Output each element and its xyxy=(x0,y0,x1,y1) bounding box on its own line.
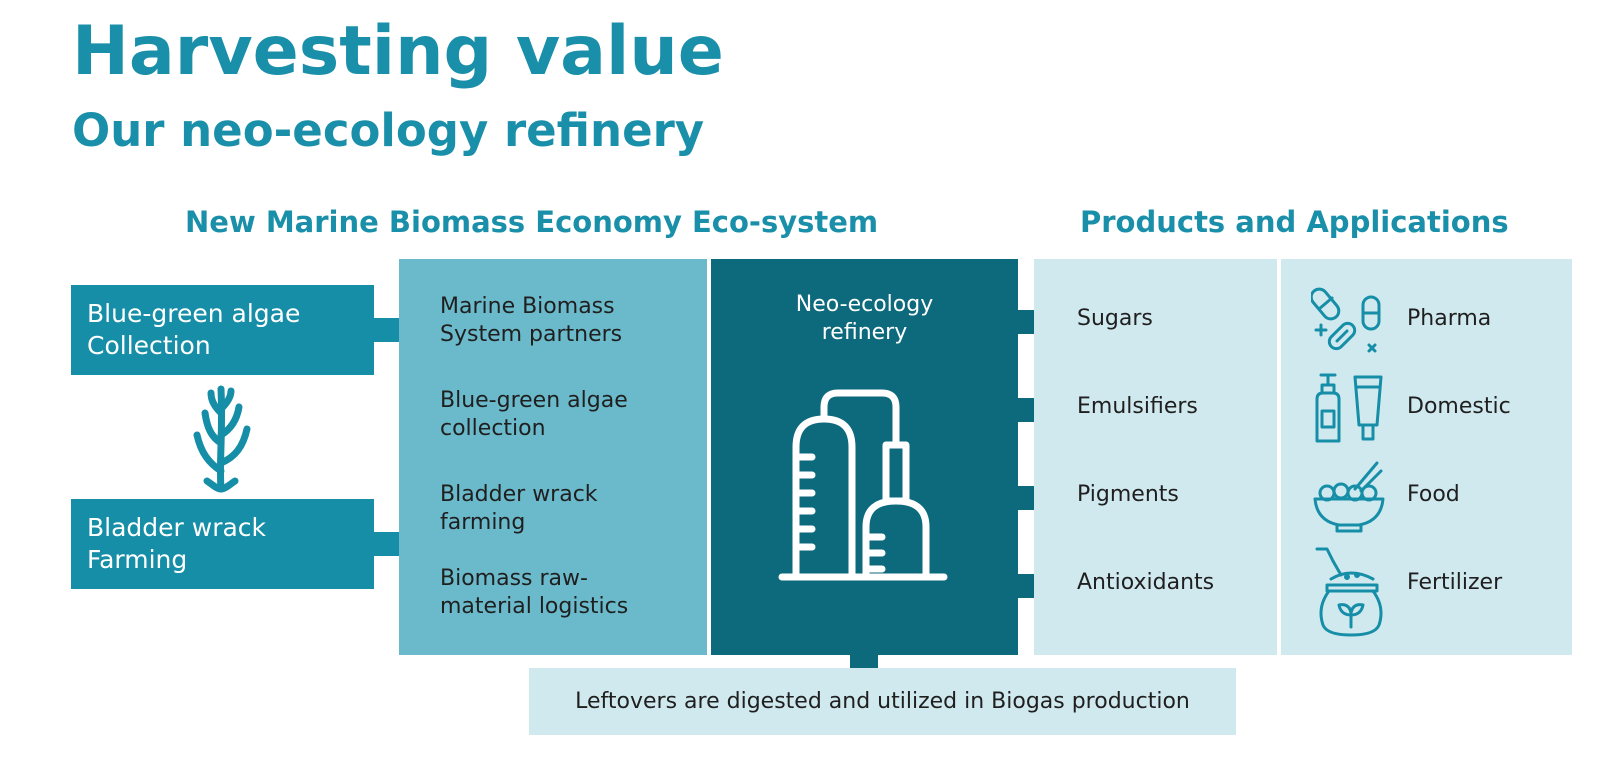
refinery-panel: Neo-ecology refinery xyxy=(711,259,1018,655)
pills-icon xyxy=(1311,287,1381,353)
source-algae-collection: Blue-green algae Collection xyxy=(71,285,374,375)
partner-item: Blue-green algae collection xyxy=(440,387,700,443)
seaweed-icon xyxy=(193,385,251,493)
source-label-line2: Farming xyxy=(87,545,188,574)
partner-line1: Bladder wrack xyxy=(440,482,598,507)
fertilizer-bag-icon xyxy=(1315,547,1383,637)
products-heading: Products and Applications xyxy=(1080,205,1509,239)
partner-line1: Biomass raw- xyxy=(440,566,588,591)
partner-line2: System partners xyxy=(440,322,623,347)
leftovers-box: Leftovers are digested and utilized in B… xyxy=(529,668,1236,735)
refinery-icon xyxy=(778,389,948,581)
product-item: Sugars xyxy=(1077,306,1153,331)
partner-line1: Marine Biomass xyxy=(440,294,615,319)
partner-line1: Blue-green algae xyxy=(440,388,628,413)
application-item: Pharma xyxy=(1407,306,1492,331)
application-item: Food xyxy=(1407,482,1460,507)
refinery-label: Neo-ecology refinery xyxy=(711,291,1018,347)
source-bladder-wrack-farming: Bladder wrack Farming xyxy=(71,499,374,589)
page-title: Harvesting value xyxy=(72,12,724,91)
source-label-line2: Collection xyxy=(87,331,211,360)
partner-line2: farming xyxy=(440,510,526,535)
applications-panel: Pharma Domestic Food xyxy=(1281,259,1572,655)
source-label-line1: Blue-green algae xyxy=(87,299,301,328)
application-item: Domestic xyxy=(1407,394,1511,419)
partner-item: Biomass raw- material logistics xyxy=(440,565,700,621)
product-item: Emulsifiers xyxy=(1077,394,1198,419)
refinery-label-line2: refinery xyxy=(821,320,908,345)
source-label-line1: Bladder wrack xyxy=(87,513,267,542)
ecosystem-heading: New Marine Biomass Economy Eco-system xyxy=(185,205,879,239)
product-item: Pigments xyxy=(1077,482,1179,507)
partner-item: Bladder wrack farming xyxy=(440,481,700,537)
partner-item: Marine Biomass System partners xyxy=(440,293,700,349)
refinery-label-line1: Neo-ecology xyxy=(795,292,934,317)
noodle-bowl-icon xyxy=(1313,461,1385,533)
partner-line2: material logistics xyxy=(440,594,629,619)
application-item: Fertilizer xyxy=(1407,570,1503,595)
products-panel: Sugars Emulsifiers Pigments Antioxidants xyxy=(1034,259,1277,655)
partners-panel: Marine Biomass System partners Blue-gree… xyxy=(399,259,707,655)
product-item: Antioxidants xyxy=(1077,570,1215,595)
bottles-icon xyxy=(1315,373,1383,443)
page-subtitle: Our neo-ecology refinery xyxy=(72,104,705,157)
partner-line2: collection xyxy=(440,416,546,441)
